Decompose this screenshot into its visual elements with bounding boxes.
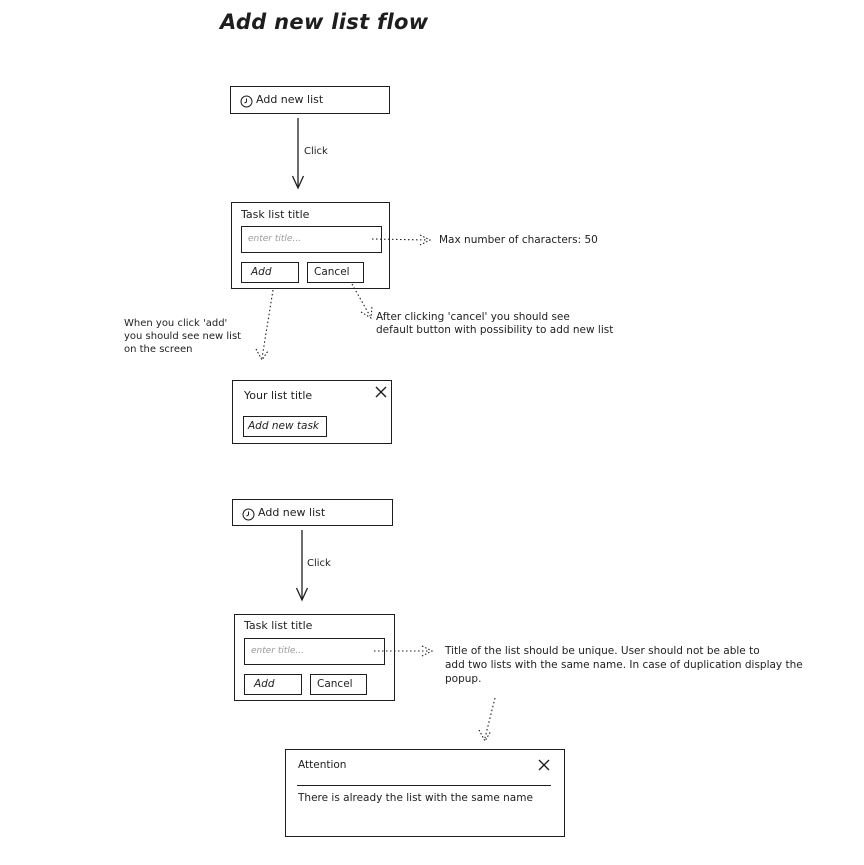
title-input[interactable]: enter title... xyxy=(241,226,382,253)
note-add-line-2: you should see new list xyxy=(124,331,242,342)
note-cancel-line-2: default button with possibility to add n… xyxy=(376,324,614,336)
task-list-title-label-2: Task list title xyxy=(244,619,313,632)
task-list-form: Task list title enter title... Add Cance… xyxy=(231,202,390,289)
task-list-title-label: Task list title xyxy=(241,208,310,221)
dotted-arrow-icon xyxy=(255,289,274,362)
click-label: Click xyxy=(304,146,328,157)
add-new-task-button[interactable]: Add new task xyxy=(243,416,327,437)
dotted-arrow-icon xyxy=(351,283,373,319)
dotted-arrow-icon xyxy=(371,234,432,246)
title-input-placeholder: enter title... xyxy=(248,234,302,244)
title-input-placeholder-2: enter title... xyxy=(251,646,305,656)
note-unique-line-1: Title of the list should be unique. User… xyxy=(445,645,760,657)
popup-divider xyxy=(297,785,551,786)
cancel-button[interactable]: Cancel xyxy=(307,262,364,283)
popup-message: There is already the list with the same … xyxy=(298,792,533,804)
dotted-arrow-icon xyxy=(478,697,496,743)
cancel-button-2[interactable]: Cancel xyxy=(310,674,367,695)
diagram-title: Add new list flow xyxy=(220,10,429,34)
note-unique-line-2: add two lists with the same name. In cas… xyxy=(445,659,803,671)
close-icon[interactable] xyxy=(537,757,551,771)
title-input-2[interactable]: enter title... xyxy=(244,638,385,665)
note-unique-title: Title of the list should be unique. User… xyxy=(445,644,803,686)
arrow-down-icon xyxy=(291,118,305,190)
arrow-down-icon xyxy=(295,530,309,602)
popup-title: Attention xyxy=(298,759,347,771)
note-cancel-result: After clicking 'cancel' you should see d… xyxy=(376,311,613,337)
dotted-arrow-icon xyxy=(374,645,434,657)
note-cancel-line-1: After clicking 'cancel' you should see xyxy=(376,311,570,323)
add-button[interactable]: Add xyxy=(241,262,299,283)
close-icon[interactable] xyxy=(374,384,388,398)
add-new-list-button[interactable]: Add new list xyxy=(230,86,390,114)
note-add-line-1: When you click 'add' xyxy=(124,318,228,329)
click-label-2: Click xyxy=(307,558,331,569)
cancel-button-label-2: Cancel xyxy=(317,678,353,690)
add-button-label-2: Add xyxy=(254,678,275,690)
attention-popup: Attention There is already the list with… xyxy=(285,749,565,837)
plus-circle-icon xyxy=(240,93,253,108)
add-new-list-label-2: Add new list xyxy=(258,506,326,519)
note-add-line-3: on the screen xyxy=(124,344,193,355)
add-button-2[interactable]: Add xyxy=(244,674,302,695)
note-unique-line-3: popup. xyxy=(445,673,482,685)
add-new-list-label: Add new list xyxy=(256,93,324,106)
task-list-form-2: Task list title enter title... Add Cance… xyxy=(234,614,395,701)
add-new-task-label: Add new task xyxy=(248,420,319,432)
new-list-card: Your list title Add new task xyxy=(232,380,392,444)
plus-circle-icon xyxy=(242,506,255,521)
note-max-characters: Max number of characters: 50 xyxy=(439,234,598,246)
new-list-title: Your list title xyxy=(244,389,313,402)
add-new-list-button-2[interactable]: Add new list xyxy=(232,499,393,526)
note-add-result: When you click 'add' you should see new … xyxy=(124,317,241,356)
cancel-button-label: Cancel xyxy=(314,266,350,278)
add-button-label: Add xyxy=(251,266,272,278)
